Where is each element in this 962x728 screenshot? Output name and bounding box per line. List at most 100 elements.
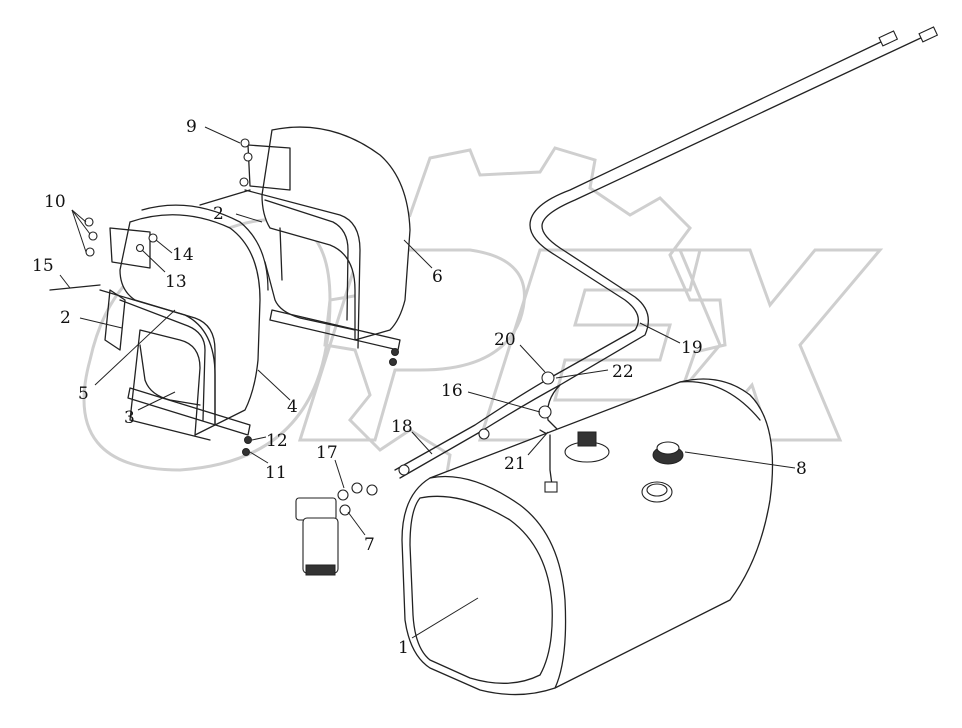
bolt-10b [88, 231, 98, 241]
bolt-9a [240, 138, 250, 148]
leader-5 [94, 309, 176, 386]
right-frame-outer [244, 189, 361, 349]
bolt-9b [243, 152, 253, 162]
callout-6: 6 [432, 267, 443, 287]
bolt-10c [85, 247, 95, 257]
leader-22 [555, 369, 609, 379]
fuel-tank [401, 378, 774, 696]
filter-drain [305, 564, 336, 576]
left-rail [127, 387, 251, 436]
sender-head [577, 431, 597, 447]
leader-6 [403, 239, 433, 269]
fuel-filter [295, 482, 378, 576]
clamp-18b [398, 464, 410, 476]
fitting-upper-a [878, 30, 899, 47]
left-bracket [109, 227, 151, 269]
filter-head [295, 497, 337, 521]
callout-19: 19 [681, 338, 703, 358]
leader-4 [257, 369, 291, 401]
pin-15 [49, 284, 101, 291]
left-frame-outer [99, 289, 216, 441]
filler-assembly [641, 441, 684, 503]
leader-14 [155, 239, 173, 254]
bolt-10a [84, 217, 94, 227]
leader-10b [71, 209, 91, 235]
leader-1 [411, 597, 479, 639]
leader-17 [334, 459, 345, 489]
callout-2-left: 2 [60, 308, 71, 328]
callout-7: 7 [364, 535, 375, 555]
callout-17: 17 [316, 443, 338, 463]
sensor-lead [549, 434, 553, 486]
clamp-20 [541, 371, 555, 385]
leader-11 [249, 451, 269, 464]
callout-18: 18 [391, 417, 413, 437]
nut-right-a [391, 348, 399, 356]
callout-9: 9 [186, 117, 197, 137]
leader-19 [639, 322, 681, 344]
clamp-18a [478, 428, 490, 440]
nut-12 [244, 436, 252, 444]
fitting-upper-b [918, 26, 939, 43]
callout-10: 10 [44, 192, 66, 212]
left-guard [49, 204, 269, 456]
fitting-17a [337, 489, 349, 501]
leader-lines [59, 126, 796, 639]
fuel-line-branch [546, 384, 561, 433]
callout-3: 3 [124, 408, 135, 428]
nut-11 [242, 448, 250, 456]
right-guard-shell [261, 126, 411, 341]
left-strap [104, 289, 126, 351]
clamp-16 [538, 405, 552, 419]
callout-11: 11 [265, 463, 287, 483]
leader-20 [519, 344, 546, 373]
callout-5: 5 [78, 384, 89, 404]
leader-3 [137, 391, 176, 411]
leader-13 [141, 249, 166, 273]
leader-9 [204, 126, 241, 144]
filler-cap-top [656, 441, 680, 455]
washer-14 [148, 233, 158, 243]
fitting-7a [339, 504, 351, 516]
nut-right-b [389, 358, 397, 366]
callout-20: 20 [494, 330, 516, 350]
tank-end-face [429, 475, 567, 689]
fuel-line-inner [399, 35, 926, 479]
sensor-plug [544, 481, 558, 493]
callout-13: 13 [165, 272, 187, 292]
callout-15: 15 [32, 256, 54, 276]
nut-13 [135, 243, 145, 253]
filler-neck-inner [646, 483, 668, 497]
callout-16: 16 [441, 381, 463, 401]
leader-10a [71, 209, 87, 223]
callout-14: 14 [172, 245, 194, 265]
leader-15 [59, 274, 71, 289]
leader-2b [235, 213, 263, 223]
callout-1: 1 [398, 638, 409, 658]
leader-18 [411, 431, 433, 455]
tank-top-edge [679, 381, 761, 421]
callout-12: 12 [266, 431, 288, 451]
right-bracket [247, 144, 291, 191]
watermark-letter-p [297, 248, 526, 442]
pin-right [199, 189, 251, 206]
leader-2a [79, 317, 123, 329]
callout-4: 4 [287, 397, 298, 417]
callout-8: 8 [796, 459, 807, 479]
tank-body [401, 378, 774, 696]
end-fittings [878, 26, 939, 47]
fitting-7b [366, 484, 378, 496]
right-guard [199, 126, 411, 366]
leader-10c [71, 209, 87, 253]
callout-labels: 1 2 2 3 4 5 6 7 8 9 10 11 12 13 14 15 16… [32, 117, 807, 658]
leader-16 [467, 391, 541, 413]
callout-2-right: 2 [213, 204, 224, 224]
sender-unit [544, 431, 610, 493]
watermark-letter-x [636, 248, 884, 442]
leader-8 [684, 451, 796, 469]
callout-22: 22 [612, 362, 634, 382]
fitting-17b [351, 482, 363, 494]
tank-end-panel [409, 495, 553, 684]
